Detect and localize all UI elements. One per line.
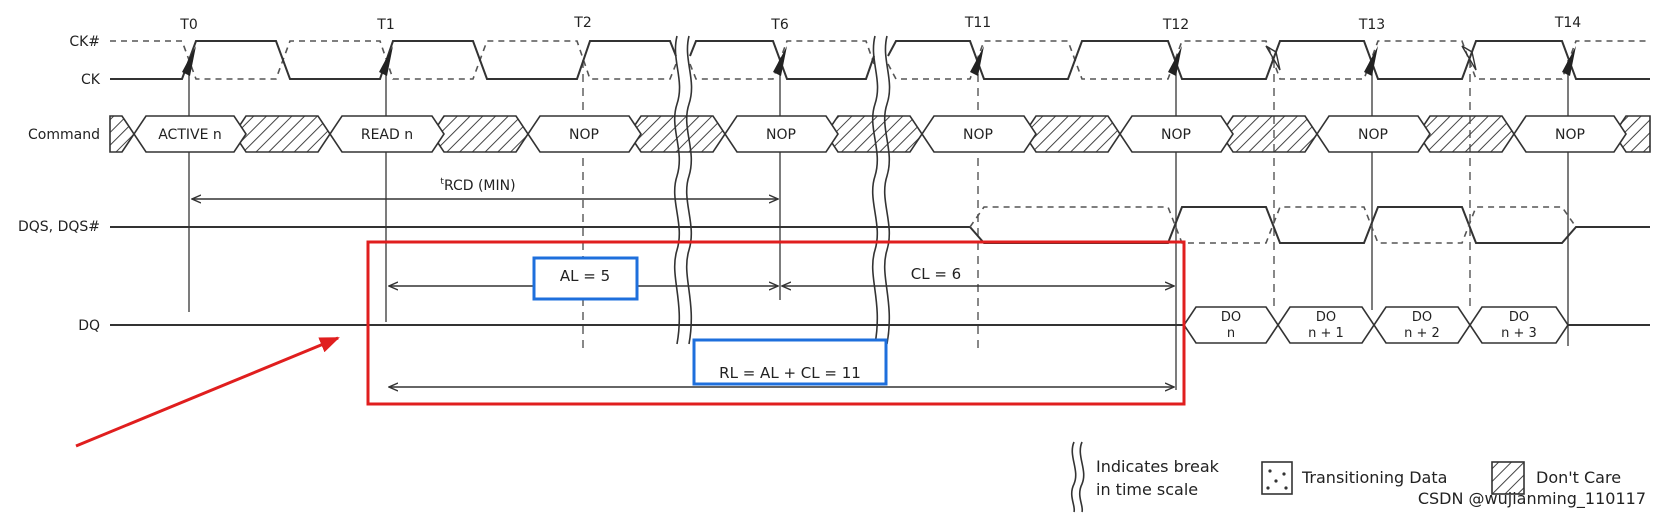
- clock-labels: T0 T1 T2 T6 T11 T12 T13 T14: [179, 15, 1581, 33]
- command-label-4: NOP: [963, 127, 993, 143]
- rl-highlight-box: [692, 338, 888, 386]
- command-dont-care-0: [109, 115, 135, 153]
- legend-break-icon: [1070, 441, 1085, 513]
- signal-label-ck-n: CK#: [69, 34, 100, 50]
- command-cells: ACTIVE n READ n NOP NOP NOP NOP NOP NOP: [133, 115, 1627, 153]
- command-label-2: NOP: [569, 127, 599, 143]
- clock-label-t13: T13: [1358, 17, 1385, 33]
- command-cell-7: [1513, 115, 1627, 153]
- command-cell-4: [921, 115, 1037, 153]
- command-label-1: READ n: [361, 127, 413, 143]
- dqs-dashed: [969, 206, 1577, 244]
- legend-dont-care-icon: [1491, 461, 1525, 495]
- legend: Indicates break in time scale Transition…: [1070, 441, 1621, 513]
- arrow-t11: [970, 46, 984, 76]
- time-break-1a: [673, 35, 681, 345]
- clock-edge-arrows: [182, 45, 1576, 76]
- red-pointer-arrow: [75, 336, 340, 448]
- dq-eye-1: [1277, 306, 1375, 344]
- arrow-t12-half: [1265, 45, 1281, 71]
- legend-break-line1: Indicates break: [1096, 457, 1220, 476]
- command-label-6: NOP: [1358, 127, 1388, 143]
- trcd-measurement: tRCD (MIN): [192, 177, 778, 199]
- al-cl-measurement: AL = 5 CL = 6: [389, 256, 1174, 301]
- cl-label-bg: [905, 265, 967, 283]
- dq-waveform: DO n DO n + 1 DO n + 2 DO n + 3: [110, 306, 1650, 344]
- rl-measurement: RL = AL + CL = 11: [389, 338, 1174, 387]
- arrow-t0: [182, 46, 196, 76]
- command-dont-care-2: [431, 115, 529, 153]
- ck-n-waveform: [110, 40, 1650, 80]
- command-dont-care-1: [233, 115, 331, 153]
- command-cell-5: [1119, 115, 1234, 153]
- legend-transitioning-icon: [1261, 461, 1293, 495]
- command-dont-care-5: [1023, 115, 1121, 153]
- time-break-marks: [673, 35, 891, 345]
- clock-label-t11: T11: [964, 15, 991, 31]
- time-break-1b: [685, 35, 693, 345]
- highlight-region: [366, 240, 1186, 406]
- time-break-2b: [883, 35, 891, 345]
- ck-waveform: [110, 40, 1650, 80]
- command-label-0: ACTIVE n: [158, 127, 222, 143]
- dq-eye-2-line1: DO: [1412, 310, 1432, 325]
- legend-dont-care-label: Don't Care: [1536, 468, 1621, 487]
- al-label: AL = 5: [560, 267, 610, 285]
- command-dont-care-3: [628, 115, 726, 153]
- time-break-2a: [871, 35, 879, 345]
- clock-label-t2: T2: [573, 15, 591, 31]
- dq-eye-3-line1: DO: [1509, 310, 1529, 325]
- clock-label-t12: T12: [1162, 17, 1189, 33]
- dq-eye-2-line2: n + 2: [1404, 326, 1440, 341]
- clock-label-t6: T6: [770, 17, 789, 33]
- clock-label-t14: T14: [1554, 15, 1581, 31]
- arrow-t1: [379, 46, 393, 76]
- command-cell-0: [133, 115, 247, 153]
- command-dont-care-6: [1220, 115, 1318, 153]
- command-dont-care: [109, 115, 1651, 153]
- signal-label-dq: DQ: [78, 318, 100, 334]
- command-cell-1: [329, 115, 445, 153]
- arrow-t6: [773, 46, 787, 76]
- dq-eye-3: [1469, 306, 1569, 344]
- dq-eye-1-line2: n + 1: [1308, 326, 1344, 341]
- signal-label-dqs: DQS, DQS#: [18, 219, 100, 235]
- arrow-t13: [1364, 46, 1378, 76]
- al-highlight-box: [532, 256, 639, 301]
- dqs-waveform: [110, 206, 1650, 244]
- legend-transitioning-label: Transitioning Data: [1301, 468, 1447, 487]
- command-cell-2: [527, 115, 642, 153]
- signal-labels: CK# CK Command DQS, DQS# DQ: [18, 34, 101, 334]
- dq-eye-1-line1: DO: [1316, 310, 1336, 325]
- clock-label-t0: T0: [179, 17, 197, 33]
- rl-label: RL = AL + CL = 11: [719, 364, 861, 382]
- command-cell-3: [724, 115, 839, 153]
- trcd-text: RCD (MIN): [444, 178, 516, 194]
- arrow-t14: [1562, 46, 1576, 76]
- dq-eye-0-line1: DO: [1221, 310, 1241, 325]
- command-label-3: NOP: [766, 127, 796, 143]
- trcd-label: tRCD (MIN): [440, 177, 515, 194]
- command-label-5: NOP: [1161, 127, 1191, 143]
- command-cell-6: [1316, 115, 1431, 153]
- command-label-7: NOP: [1555, 127, 1585, 143]
- watermark: CSDN @wujianming_110117: [1418, 489, 1646, 509]
- cl-label: CL = 6: [911, 265, 961, 283]
- arrow-t12: [1168, 46, 1182, 76]
- arrow-t13-half: [1461, 45, 1477, 71]
- command-dont-care-7: [1417, 115, 1515, 153]
- dqs-solid: [110, 206, 1650, 244]
- legend-break-line2: in time scale: [1096, 480, 1198, 499]
- dq-eye-2: [1373, 306, 1471, 344]
- clock-label-t1: T1: [376, 17, 394, 33]
- signal-label-command: Command: [28, 127, 100, 143]
- trcd-superscript: t: [440, 177, 444, 187]
- dq-eye-3-line2: n + 3: [1501, 326, 1537, 341]
- signal-label-ck: CK: [81, 72, 101, 88]
- dq-eye-0-line2: n: [1227, 326, 1235, 341]
